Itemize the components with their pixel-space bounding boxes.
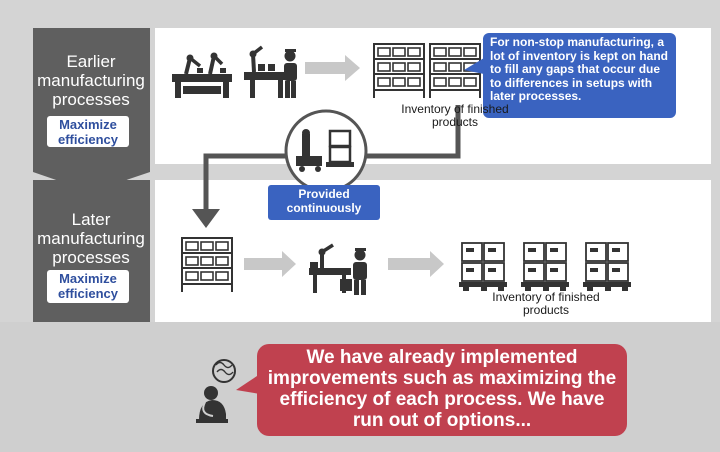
provided-continuously-box (268, 185, 380, 220)
inventory-shelves-icon (181, 237, 233, 293)
blue-callout-box (483, 33, 676, 118)
red-callout-box (257, 344, 627, 436)
transport-robot-circle (284, 109, 368, 193)
later-stage-label: Later manufacturing processes (37, 210, 145, 267)
earlier-inventory-caption: Inventory of finished products (401, 102, 509, 129)
worker-at-conveyor-icon (244, 45, 297, 98)
earlier-maximize-efficiency-badge: Maximize efficiency (47, 116, 129, 147)
blue-callout-text: For non-stop manufacturing, a lot of inv… (490, 35, 669, 103)
provided-continuously-label: Provided continuously (286, 187, 362, 215)
red-callout-tail (236, 374, 260, 394)
flow-arrow-icon (305, 55, 360, 81)
boxes-on-pallets-icon (458, 242, 632, 292)
later-maximize-efficiency-badge: Maximize efficiency (47, 270, 129, 303)
red-callout-text: We have already implemented improvements… (267, 347, 617, 431)
flow-arrow-icon (388, 251, 444, 277)
earlier-stage-label: Earlier manufacturing processes (37, 52, 145, 109)
transfer-arrow-head (192, 209, 220, 228)
transport-robot-icon (296, 129, 354, 172)
inventory-shelves-icon (373, 43, 481, 99)
blue-callout-tail (464, 58, 484, 74)
robot-arms-assembly-line-icon (172, 52, 232, 98)
later-inventory-caption: Inventory of finished products (492, 290, 600, 317)
robot-and-worker-cell-icon (309, 243, 367, 295)
earlier-stage-chevron (33, 28, 150, 192)
flow-arrow-icon (244, 251, 296, 277)
worried-person-icon (196, 359, 236, 423)
